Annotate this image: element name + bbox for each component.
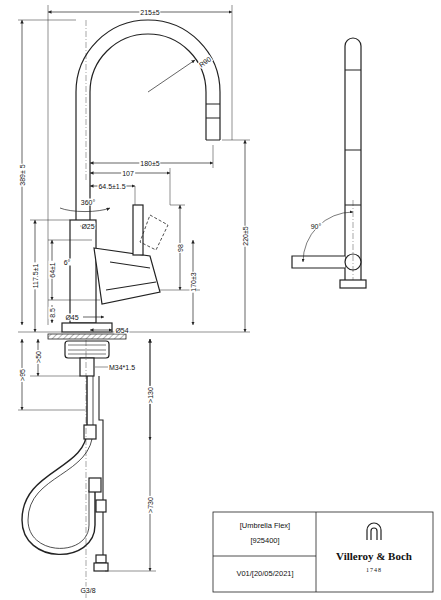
title-block bbox=[213, 512, 433, 592]
dimension-label: 8.5 bbox=[49, 307, 56, 319]
dimension-label: >130 bbox=[147, 386, 154, 404]
dimension-label: Ø25 bbox=[80, 223, 95, 230]
dimension-label: >95 bbox=[19, 368, 26, 382]
dimension-label: 98 bbox=[177, 243, 184, 253]
brand-logo-text: 1748 bbox=[365, 567, 383, 573]
title-block-cell: [Umbrella Flex] bbox=[239, 522, 291, 530]
dimension-lines bbox=[18, 5, 250, 598]
dimension-label: 90° bbox=[310, 223, 323, 230]
faucet-front bbox=[22, 20, 220, 571]
dimension-label: 107 bbox=[121, 170, 135, 177]
dimension-label: >50 bbox=[35, 350, 42, 364]
dimension-label: 360° bbox=[80, 199, 96, 206]
faucet-side bbox=[292, 38, 366, 288]
dimension-label: 389± 5 bbox=[19, 163, 26, 186]
dimension-label: R90 bbox=[197, 55, 213, 69]
dimension-label: 117.5±1 bbox=[32, 263, 39, 290]
dimension-label: 64.5±1.5 bbox=[97, 183, 126, 190]
dimension-label: >730 bbox=[147, 496, 154, 514]
dimension-label: 170±3 bbox=[190, 271, 197, 292]
dimension-label: Ø54 bbox=[114, 327, 129, 334]
brand-logo-text: Villeroy & Boch bbox=[335, 551, 413, 562]
dimension-label: 64±1 bbox=[49, 261, 56, 279]
dimension-label: 215±5 bbox=[139, 9, 160, 16]
dimension-label: Ø45 bbox=[64, 314, 79, 321]
title-block-cell: V01/[20/05/2021] bbox=[235, 570, 294, 578]
dimension-label: M34*1.5 bbox=[108, 364, 136, 371]
dimension-label: G3/8 bbox=[79, 587, 96, 594]
dimension-label: 220±5 bbox=[242, 225, 249, 246]
title-block-cell: [925400] bbox=[249, 537, 280, 545]
dimension-label: 6° bbox=[63, 259, 72, 266]
dimension-label: 180±5 bbox=[139, 160, 160, 167]
